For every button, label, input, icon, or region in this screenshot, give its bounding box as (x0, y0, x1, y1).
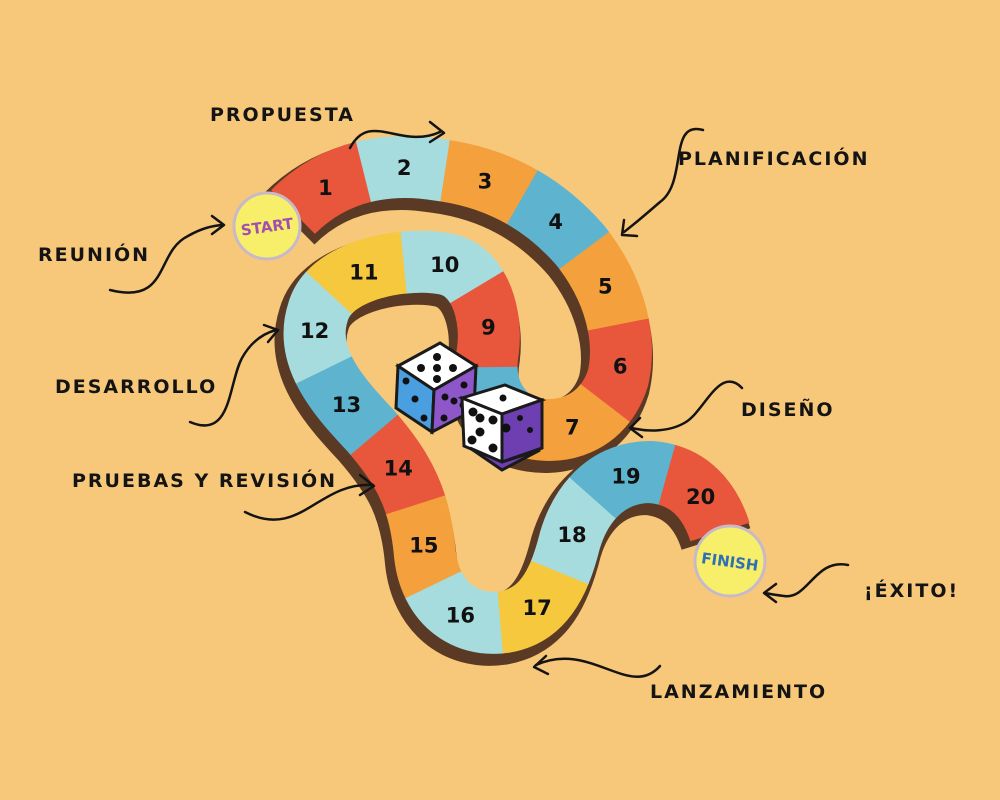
tile-number-20: 20 (686, 485, 715, 509)
tile-number-13: 13 (332, 393, 361, 417)
arrow-exito (762, 562, 850, 604)
phase-label-desarrollo: DESARROLLO (55, 376, 218, 398)
tile-number-2: 2 (397, 156, 412, 180)
track-tile-4[interactable] (271, 136, 750, 654)
phase-label-lanzamiento: LANZAMIENTO (650, 681, 828, 703)
tile-number-19: 19 (611, 465, 640, 489)
finish-space[interactable]: FINISH (693, 524, 767, 598)
tile-number-16: 16 (446, 603, 475, 627)
tile-number-5: 5 (598, 275, 613, 299)
arrow-pruebas (243, 473, 376, 521)
tile-number-1: 1 (318, 176, 333, 200)
phase-label-reunion: REUNIÓN (38, 244, 151, 266)
tile-number-9: 9 (481, 315, 496, 339)
phase-label-diseno: DISEÑO (741, 399, 835, 421)
tile-number-15: 15 (409, 534, 438, 558)
arrow-desarrollo (188, 323, 280, 427)
white-purple-die (457, 383, 547, 472)
tile-number-10: 10 (430, 253, 459, 277)
arrow-reunion (108, 214, 226, 294)
track-tile-11[interactable] (271, 136, 750, 654)
tile-number-12: 12 (300, 319, 329, 343)
arrow-lanzamiento (532, 654, 662, 678)
phase-label-exito: ¡ÉXITO! (864, 580, 960, 602)
arrow-propuesta (348, 120, 446, 150)
tile-number-14: 14 (384, 456, 413, 480)
phase-label-planificacion: PLANIFICACIÓN (678, 148, 870, 170)
arrow-planificacion (620, 127, 705, 238)
blue-purple-die (394, 341, 479, 435)
track-tiles (271, 136, 750, 654)
tile-number-18: 18 (557, 523, 586, 547)
tile-number-4: 4 (548, 210, 563, 234)
phase-label-pruebas: PRUEBAS Y REVISIÓN (72, 470, 338, 492)
tile-number-7: 7 (565, 415, 580, 439)
phase-label-propuesta: PROPUESTA (210, 104, 355, 126)
tile-number-17: 17 (522, 596, 551, 620)
track-tile-18[interactable] (271, 136, 750, 654)
arrow-diseno (628, 380, 744, 439)
tile-number-3: 3 (478, 169, 493, 193)
start-space[interactable]: START (232, 191, 302, 261)
tile-number-6: 6 (613, 354, 628, 378)
tile-number-11: 11 (349, 260, 378, 284)
